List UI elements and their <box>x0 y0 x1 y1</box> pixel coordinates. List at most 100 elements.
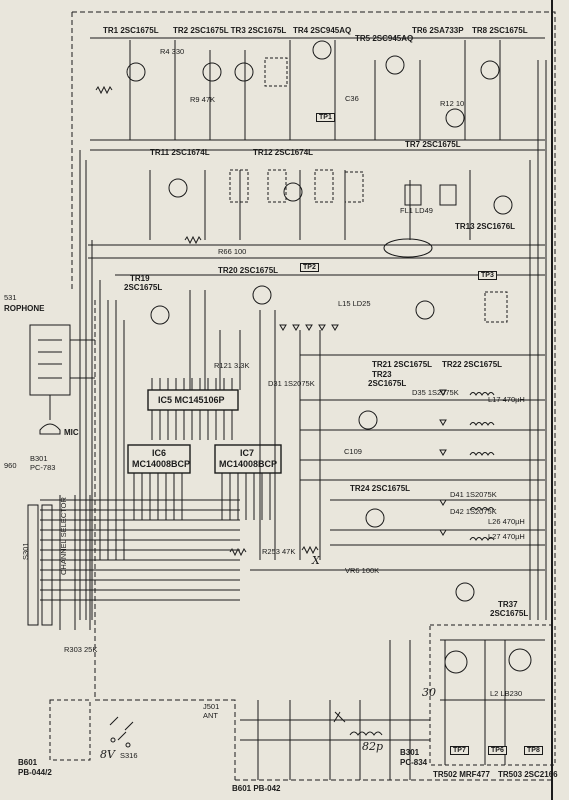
ic5-label: IC5 MC145106P <box>158 395 225 405</box>
tr19-symbol <box>150 305 170 325</box>
handwritten-82p: 82p <box>362 740 384 753</box>
label-tr7: TR7 2SC1675L <box>405 140 461 149</box>
r121-label: R121 3.3K <box>214 361 250 370</box>
test-point-tp8: TP8 <box>524 746 543 755</box>
b601-pb042-label: B601 PB-042 <box>232 784 281 793</box>
l27-label: L27 470µH <box>488 532 525 541</box>
label-tr22: TR22 2SC1675L <box>442 360 503 369</box>
d41-label: D41 1S2075K <box>450 490 497 499</box>
tr21-symbol <box>415 300 435 320</box>
channel-connector-left <box>27 504 39 626</box>
b301-pc834-label-b: PC-834 <box>400 758 428 767</box>
d35-label: D35 1S2075K <box>412 388 459 397</box>
test-point-tp1: TP1 <box>316 113 335 122</box>
label-tr503: TR503 2SC2166 <box>498 770 558 779</box>
l2-label: L2 LB230 <box>490 689 523 698</box>
microphone-label: ROPHONE <box>4 304 45 313</box>
label-tr13: TR13 2SC1676L <box>455 222 516 231</box>
test-point-tp6: TP6 <box>488 746 507 755</box>
tr20-symbol <box>252 285 272 305</box>
l26-label: L26 470µH <box>488 517 525 526</box>
label-tr6: TR6 2SA733P <box>412 26 464 35</box>
channel-connector-right <box>41 504 53 626</box>
test-point-tp3: TP3 <box>478 271 497 280</box>
label-tr4: TR4 2SC945AQ <box>293 26 352 35</box>
tr3-symbol <box>234 62 254 82</box>
vr6-label: VR6 100K <box>345 566 380 575</box>
label-tr37-a: TR37 <box>498 600 518 609</box>
ant-label: ANT <box>203 711 218 720</box>
label-tr12: TR12 2SC1674L <box>253 148 314 157</box>
label-tr24: TR24 2SC1675L <box>350 484 411 493</box>
handwritten-8v: 8V <box>100 748 115 761</box>
label-tr502: TR502 MRF477 <box>433 770 490 779</box>
s316-label: S316 <box>120 751 138 760</box>
microphone-jack <box>29 324 71 396</box>
tr1-symbol <box>126 62 146 82</box>
fl1-label: FL1 LD49 <box>400 206 433 215</box>
board-outline-pc834 <box>429 624 556 766</box>
r9-label: R9 47K <box>190 95 216 104</box>
pc783-label: PC-783 <box>30 463 56 472</box>
label-tr19-b: 2SC1675L <box>124 283 163 292</box>
b601-label: B601 <box>18 758 38 767</box>
tr23-symbol <box>358 410 378 430</box>
r12-label: R12 10 <box>440 99 465 108</box>
pb044-label: PB-044/2 <box>18 768 52 777</box>
label-tr21: TR21 2SC1675L <box>372 360 433 369</box>
tr5-symbol <box>385 55 405 75</box>
label-tr5: TR5 2SC945AQ <box>355 34 414 43</box>
annotation-circle <box>383 238 433 258</box>
tr6-symbol <box>445 108 465 128</box>
label-tr19-a: TR19 <box>130 274 150 283</box>
test-point-tp2: TP2 <box>300 263 319 272</box>
label-tr20: TR20 2SC1675L <box>218 266 279 275</box>
tr503-symbol <box>508 648 532 672</box>
label-tr8: TR8 2SC1675L <box>472 26 528 35</box>
mic-symbol <box>39 423 61 435</box>
tr11-symbol <box>168 178 188 198</box>
ic6-label-b: MC14008BCP <box>132 459 191 469</box>
r4-label: R4 330 <box>160 47 185 56</box>
label-tr37-b: 2SC1675L <box>490 609 529 618</box>
tr4-symbol <box>312 40 332 60</box>
label-tr23-a: TR23 <box>372 370 392 379</box>
c109-label: C109 <box>344 447 362 456</box>
tr502-symbol <box>444 650 468 674</box>
label-tr2-tr3: TR2 2SC1675L TR3 2SC1675L <box>173 26 287 35</box>
tr13-symbol <box>493 195 513 215</box>
tr24-symbol <box>365 508 385 528</box>
r303-label: R303 25K <box>64 645 98 654</box>
handwritten-30: 30 <box>422 686 436 699</box>
board-outline-b601 <box>49 699 91 761</box>
tr37-symbol <box>455 582 475 602</box>
ic7-label-b: MC14008BCP <box>219 459 278 469</box>
trimmer-cap <box>333 711 346 723</box>
label-tr11: TR11 2SC1674L <box>150 148 210 157</box>
ic7-label-a: IC7 <box>240 448 255 458</box>
channel-selector-label: CHANNEL SELECTOR <box>59 497 68 575</box>
d31-label: D31 1S2075K <box>268 379 315 388</box>
r66-label: R66 100 <box>218 247 247 256</box>
ic6-body <box>127 444 191 474</box>
ic7-body <box>214 444 282 474</box>
b301-label: B301 <box>30 454 48 463</box>
connector-960-label: 960 <box>4 461 17 470</box>
l17-label: L17 470µH <box>488 395 525 404</box>
c36-label: C36 <box>345 94 359 103</box>
label-tr23-b: 2SC1675L <box>368 379 407 388</box>
ic6-label-a: IC6 <box>152 448 167 458</box>
tr12-symbol <box>283 182 303 202</box>
tr2-symbol <box>202 62 222 82</box>
j501-label: J501 <box>203 702 220 711</box>
board-outline-upper <box>72 11 556 620</box>
connector-531-label: 531 <box>4 293 17 302</box>
b301-pc834-label-a: B301 <box>400 748 420 757</box>
d42-label: D42 1S2075K <box>450 507 497 516</box>
handwritten-x: X <box>312 554 320 567</box>
s301-label: S301 <box>21 542 30 560</box>
tr8-symbol <box>480 60 500 80</box>
l15-label: L15 LD25 <box>338 299 371 308</box>
